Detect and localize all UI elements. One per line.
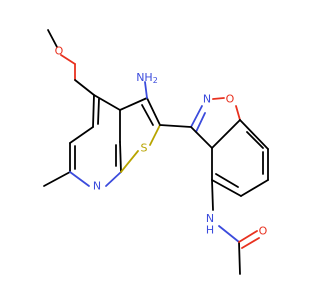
- isoxazole-nitrogen-label: N: [203, 93, 211, 106]
- pyridine-bond-c4-c4a: [93, 94, 121, 111]
- pyridine-nitrogen-bond-left: [69, 171, 90, 187]
- amino-subscript-label: 2: [153, 76, 158, 85]
- acetyl-methyl-bond: [238, 241, 241, 275]
- pyridine-fused-bond: [119, 141, 122, 173]
- isoxazole-c3-c3a-bond: [190, 126, 213, 149]
- thiophene-bond-c3-c2: [146, 97, 161, 126]
- thiophene-bond-c3a-c3: [119, 97, 148, 111]
- ether-oxygen-bond-left: [60, 54, 76, 65]
- amide-hydrogen-label: H: [206, 224, 214, 237]
- benzene-bond-c7-c7a: [239, 119, 269, 150]
- carbonyl-bond-outer: [238, 230, 258, 243]
- isoxazole-fused-bond: [211, 119, 241, 149]
- isoxazole-o-c-bond: [235, 105, 241, 121]
- amino-bond: [144, 81, 148, 99]
- pyridine-nitrogen-label: N: [93, 180, 101, 193]
- benzene-bond-c4-c5: [211, 179, 242, 197]
- isoxazole-c-n-bond: [190, 105, 203, 128]
- molecule-structure-diagram: O NH2 N S N O N H O: [43, 29, 269, 275]
- methyl-bond: [43, 171, 71, 187]
- carbonyl-bond-inner: [241, 237, 260, 249]
- pyridine-bond-c3-c2: [69, 126, 94, 144]
- isoxazole-oxygen-label: O: [226, 93, 235, 106]
- amide-n-c-bond: [218, 225, 240, 243]
- biaryl-bond: [159, 124, 192, 128]
- amide-nitrogen-label: N: [206, 212, 214, 225]
- pyridine-inner-bond-c4-c3: [97, 98, 100, 125]
- pyridine-bond-c4-c3: [92, 94, 95, 128]
- isoxazole-inner-c-n-bond: [195, 112, 206, 133]
- benzene-inner-bond-c4-c5: [215, 173, 239, 188]
- amide-nitrogen-aryl-bond: [211, 179, 214, 211]
- methyl-ether-bond: [47, 29, 58, 48]
- methylene-bond: [74, 79, 95, 96]
- carbonyl-oxygen-label: O: [259, 225, 268, 238]
- amide-nitrogen-letter: N: [206, 212, 214, 225]
- thiophene-inner-bond-c3-c2: [141, 104, 154, 126]
- benzene-bond-c5-c6: [240, 179, 269, 197]
- thiophene-sulfur-label: S: [141, 142, 148, 155]
- isoxazole-n-o-bond: [212, 97, 225, 100]
- amino-group-label: NH2: [136, 71, 158, 85]
- molecule-canvas: O NH2 N S N O N H O: [43, 29, 269, 275]
- benzene-inner-bond-c7-c7a: [246, 131, 264, 149]
- pyridine-nitrogen-bond-right: [105, 171, 122, 187]
- amino-nitrogen-hydrogen-label: NH: [136, 71, 153, 84]
- methoxy-oxygen-label: O: [55, 45, 64, 58]
- thiophene-sulfur-bond-right: [149, 124, 161, 146]
- thiophene-sulfur-bond-left: [120, 150, 139, 173]
